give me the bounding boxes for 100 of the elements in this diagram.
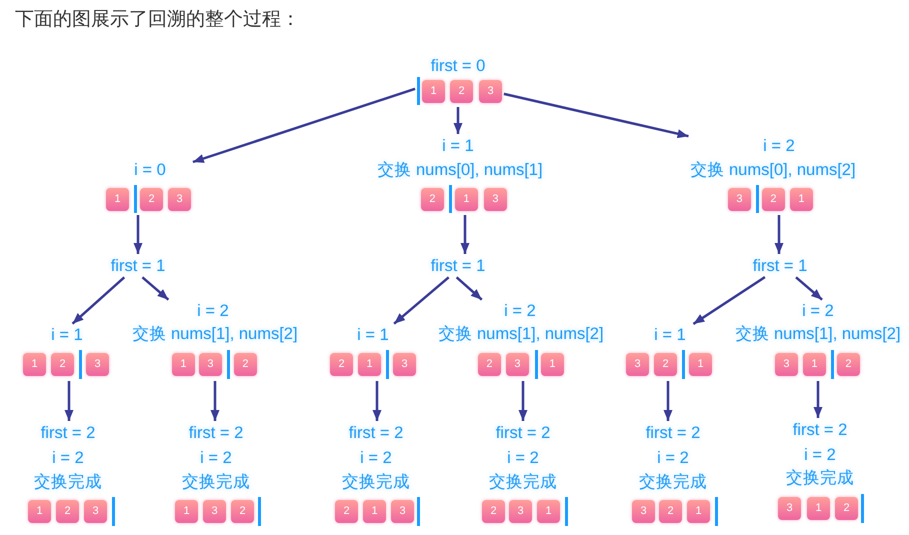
number-tile: 1 (358, 353, 381, 376)
swap-label: 交换 nums[0], nums[2] (690, 160, 856, 180)
variable-label: first = 2 (40, 423, 96, 443)
number-tile: 3 (479, 80, 502, 103)
number-tile: 1 (807, 497, 830, 520)
arrow (64, 381, 74, 421)
arrow (814, 381, 822, 418)
arrow (504, 92, 689, 138)
number-tile: 1 (175, 500, 198, 523)
arrow (393, 276, 450, 325)
number-tile: 2 (420, 188, 444, 211)
status-label: 交换完成 (342, 472, 410, 492)
number-tile: 3 (484, 188, 507, 211)
variable-label: first = 2 (348, 423, 404, 443)
number-tile: 1 (540, 353, 564, 376)
number-tile: 1 (172, 353, 195, 376)
swap-label: 交换 nums[0], nums[1] (377, 160, 543, 180)
variable-label: i = 2 (804, 445, 836, 465)
arrow (134, 215, 142, 254)
arrow (72, 276, 126, 325)
number-tile: 3 (86, 353, 109, 376)
number-tile: 1 (790, 188, 813, 211)
arrow (460, 215, 470, 254)
arrow (774, 215, 784, 254)
arrow (795, 276, 823, 301)
variable-label: first = 1 (752, 256, 808, 276)
arrow (692, 276, 766, 325)
arrow (518, 381, 528, 421)
variable-label: i = 1 (51, 325, 83, 345)
variable-label: i = 2 (197, 301, 229, 321)
number-tile: 2 (478, 353, 501, 376)
number-tile: 1 (689, 353, 712, 376)
variable-label: i = 2 (360, 448, 392, 468)
status-label: 交换完成 (786, 468, 854, 488)
variable-label: i = 2 (802, 301, 834, 321)
arrow (192, 88, 416, 164)
number-tile: 1 (422, 80, 445, 103)
status-label: 交换完成 (489, 472, 557, 492)
number-tile: 2 (450, 80, 473, 103)
number-tile: 2 (762, 188, 785, 211)
number-tile: 1 (687, 500, 710, 523)
variable-label: i = 1 (654, 325, 686, 345)
variable-label: i = 0 (134, 160, 166, 180)
variable-label: first = 0 (430, 56, 486, 76)
number-tile: 2 (335, 500, 358, 523)
number-tile: 2 (330, 353, 353, 376)
variable-label: i = 1 (357, 325, 389, 345)
variable-label: i = 2 (763, 136, 795, 156)
arrow (454, 107, 462, 134)
number-tile: 2 (234, 353, 257, 376)
number-tile: 3 (203, 500, 226, 523)
arrow (456, 276, 483, 301)
number-tile: 1 (106, 188, 129, 211)
swap-label: 交换 nums[1], nums[2] (438, 324, 604, 344)
number-tile: 3 (393, 353, 416, 376)
number-tile: 2 (835, 497, 858, 520)
number-tile: 1 (363, 500, 386, 523)
variable-label: first = 1 (110, 256, 166, 276)
heading: 下面的图展示了回溯的整个过程： (15, 8, 300, 32)
status-label: 交换完成 (182, 472, 250, 492)
number-tile: 2 (654, 353, 677, 376)
number-tile: 1 (537, 500, 560, 523)
variable-label: first = 2 (646, 423, 700, 443)
arrow (210, 381, 220, 421)
variable-label: i = 2 (52, 448, 84, 468)
number-tile: 1 (28, 500, 51, 523)
variable-label: i = 2 (200, 448, 232, 468)
arrow (142, 276, 170, 301)
number-tile: 3 (84, 500, 107, 523)
arrow (664, 381, 672, 421)
variable-label: first = 2 (792, 420, 848, 440)
number-tile: 3 (778, 497, 801, 520)
number-tile: 3 (626, 353, 649, 376)
variable-label: first = 2 (188, 423, 244, 443)
number-tile: 1 (23, 353, 46, 376)
number-tile: 1 (802, 353, 826, 376)
number-tile: 2 (659, 500, 682, 523)
variable-label: i = 2 (504, 301, 536, 321)
number-tile: 1 (454, 188, 478, 211)
number-tile: 3 (509, 500, 532, 523)
variable-label: i = 2 (507, 448, 539, 468)
number-tile: 3 (632, 500, 655, 523)
variable-label: first = 1 (430, 256, 486, 276)
arrow (372, 381, 382, 421)
swap-label: 交换 nums[1], nums[2] (735, 324, 901, 344)
swap-label: 交换 nums[1], nums[2] (132, 324, 298, 344)
number-tile: 2 (231, 500, 254, 523)
status-label: 交换完成 (34, 472, 102, 492)
status-label: 交换完成 (639, 472, 707, 492)
number-tile: 2 (56, 500, 79, 523)
number-tile: 2 (51, 353, 74, 376)
number-tile: 3 (168, 188, 191, 211)
variable-label: first = 2 (496, 423, 550, 443)
number-tile: 3 (774, 353, 798, 376)
number-tile: 2 (836, 353, 860, 376)
number-tile: 2 (140, 188, 163, 211)
number-tile: 3 (506, 353, 529, 376)
variable-label: i = 1 (442, 136, 474, 156)
number-tile: 3 (198, 353, 222, 376)
number-tile: 3 (391, 500, 414, 523)
